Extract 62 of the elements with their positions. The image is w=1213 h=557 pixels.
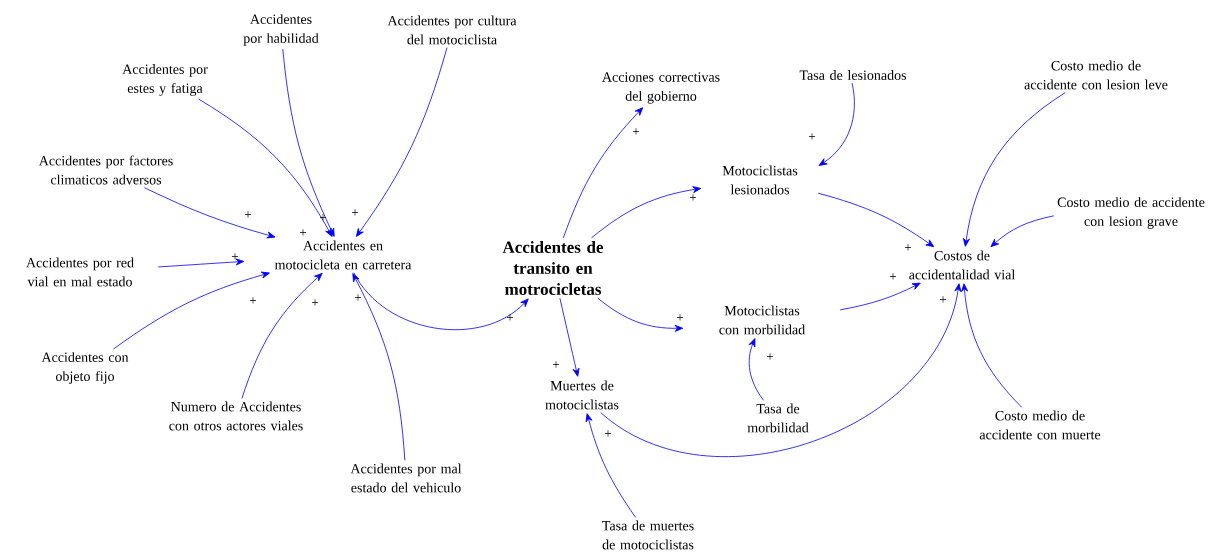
variable-label: Accidentes por cultura del motociclista [387, 15, 517, 45]
variable-label: Motociclistas con morbilidad [719, 305, 805, 335]
variable-label: Motociclistas lesionados [722, 165, 798, 195]
arrow [157, 258, 245, 268]
variable-label: Acciones correctivas del gobierno [602, 72, 720, 104]
variable-label: Accidentes por red vial en mal estado [26, 257, 134, 287]
arrow [817, 192, 935, 248]
variable-label: Accidentes por mal estado del vehiculo [350, 463, 462, 493]
variable-label: Numero de Accidentes con otros actores viales [169, 401, 303, 431]
variable-label: Accidentes en motocicleta en carretera [274, 240, 412, 270]
variable-label: Accidentes con objeto fijo [41, 352, 129, 384]
arrow [355, 47, 448, 237]
polarity-sign: + [300, 229, 307, 236]
variable-label: Accidentes por factores climaticos adversos [38, 155, 173, 185]
polarity-sign: + [767, 353, 774, 360]
arrow [198, 98, 333, 237]
arrow [818, 82, 855, 166]
polarity-sign: + [890, 273, 897, 280]
polarity-sign: + [553, 361, 560, 368]
polarity-sign: + [355, 294, 362, 301]
arrow [352, 273, 406, 461]
arrow [113, 271, 270, 350]
polarity-sign: + [633, 128, 640, 135]
variable-label: Accidentes por estes y fatiga [122, 64, 208, 96]
variable-label: Costo medio de accidente con lesion grave [1057, 197, 1205, 229]
variable-label: Tasa de morbilidad [747, 403, 809, 433]
variable-label: Costos de accidentalidad vial [909, 250, 1015, 280]
variable-label: Accidentes por habilidad [243, 14, 319, 46]
polarity-sign: + [677, 314, 684, 321]
polarity-sign: + [232, 253, 239, 260]
polarity-sign: + [940, 296, 947, 303]
arrow [748, 338, 764, 401]
polarity-sign: + [245, 211, 252, 218]
arrow [562, 107, 644, 239]
polarity-sign: + [320, 214, 327, 221]
polarity-sign: + [905, 244, 912, 251]
variable-label: Costo medio de accidente con lesion leve [1024, 60, 1168, 90]
polarity-sign: + [605, 430, 612, 437]
arrow [282, 48, 335, 237]
arrow [559, 297, 580, 377]
arrow [585, 413, 636, 518]
polarity-sign: + [809, 133, 816, 140]
arrow [353, 272, 529, 331]
polarity-sign: + [352, 209, 359, 216]
variable-label: Tasa de muertes de motociclistas [602, 520, 694, 550]
arrow [962, 92, 1066, 247]
arrow [990, 215, 1055, 248]
polarity-sign: + [250, 297, 257, 304]
arrow [839, 282, 921, 311]
arrow [600, 283, 962, 457]
polarity-sign: + [312, 299, 319, 306]
arrow [144, 187, 276, 239]
arrow [241, 272, 323, 399]
variable-label: Costo medio de accidente con muerte [979, 410, 1101, 440]
arrow [961, 283, 1023, 408]
arrow [597, 297, 684, 332]
arrow [591, 186, 702, 239]
polarity-sign: + [507, 314, 514, 321]
variable-label: Muertes de motociclistas [545, 380, 619, 410]
variable-label: Tasa de lesionados [799, 70, 907, 80]
polarity-sign: + [690, 194, 697, 201]
variable-label: Accidentes de transito en motrocicletas [502, 241, 604, 295]
